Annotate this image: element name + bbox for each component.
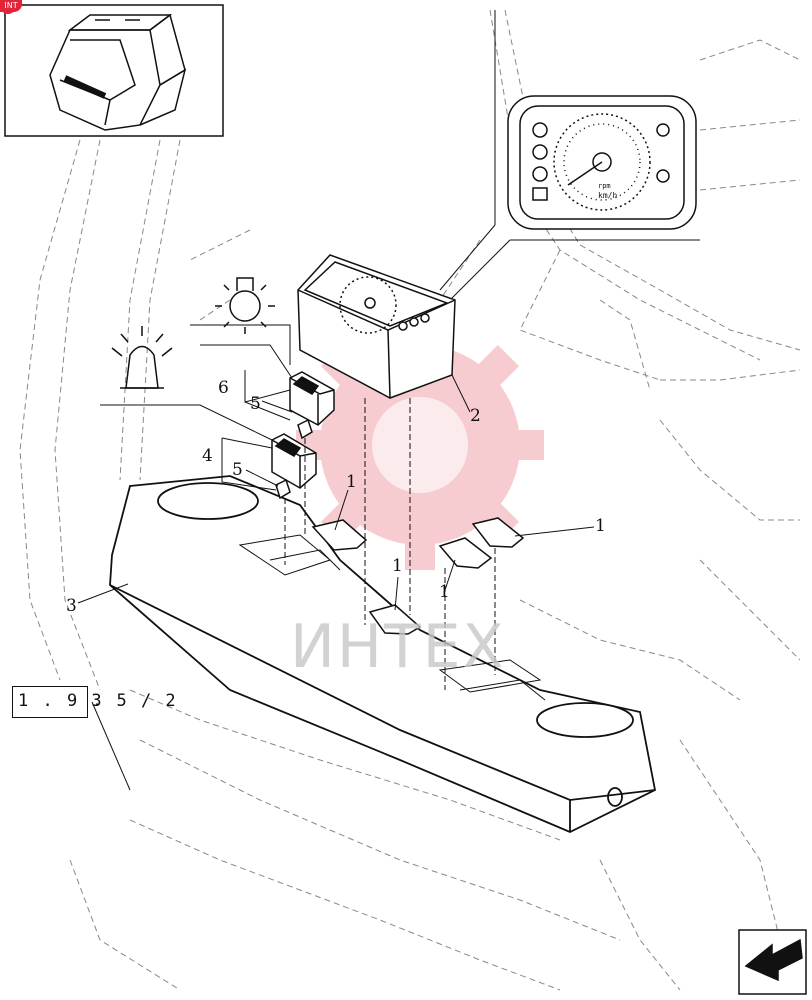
reference-box <box>12 686 88 718</box>
detail-leader-lines <box>439 10 700 301</box>
callout-2: 2 <box>470 406 481 426</box>
next-page-arrow-icon <box>738 929 807 995</box>
callout-3: 3 <box>66 596 77 616</box>
assembly-guides <box>284 398 496 690</box>
callout-1-upper: 1 <box>346 472 357 492</box>
callout-5-upper: 5 <box>250 394 261 414</box>
instrument-cluster-detail <box>507 95 697 230</box>
gauge-rpm-label: rpm <box>598 182 611 190</box>
cab-thumbnail <box>4 4 224 137</box>
callout-4: 4 <box>202 446 213 466</box>
gauge-unit-label: km/h <box>598 191 617 200</box>
callout-1-right: 1 <box>595 516 606 536</box>
callout-6: 6 <box>218 378 229 398</box>
beacon-warning-icon <box>111 326 173 389</box>
instrument-cluster-part <box>297 254 456 399</box>
reference-section: 1 . 9 3 <box>18 691 104 711</box>
callout-1-lower: 1 <box>439 582 450 602</box>
dashboard-console-part <box>109 475 657 833</box>
callout-leaders <box>77 324 595 791</box>
work-light-icon <box>215 277 275 334</box>
cab-ghost-outline <box>19 9 801 991</box>
corner-badge: INT <box>0 0 22 12</box>
callout-5-lower: 5 <box>232 460 243 480</box>
watermark-text: ИНТЕХ <box>290 612 506 682</box>
callout-1-middle: 1 <box>392 556 403 576</box>
reference-page: . 5 / 2 <box>92 691 178 711</box>
